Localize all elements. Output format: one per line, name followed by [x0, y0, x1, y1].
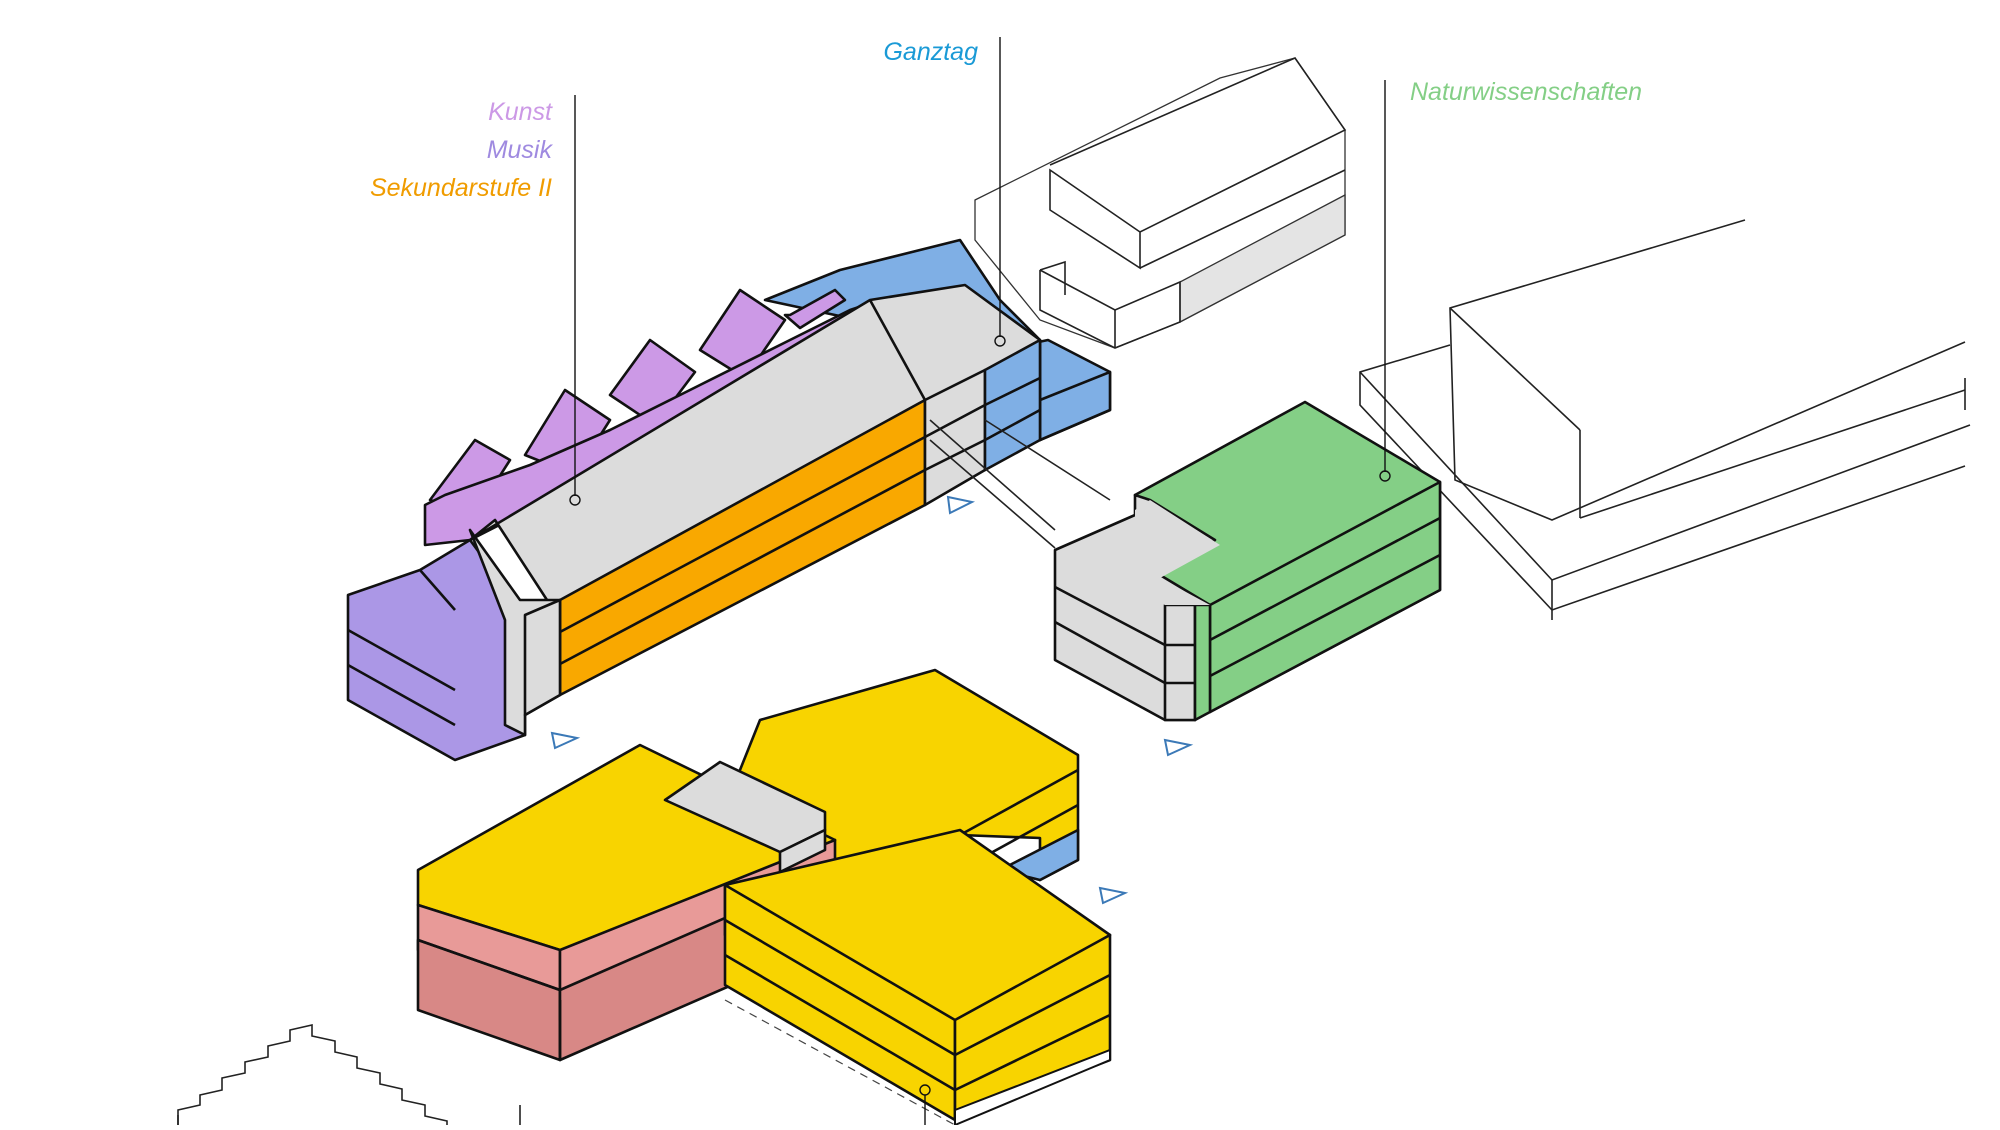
context-building-top: [974, 57, 1347, 349]
entrance-marker-icon: [550, 731, 581, 750]
label-naturwissenschaften: Naturwissenschaften: [1410, 78, 1642, 106]
main-long-building: [346, 238, 1112, 762]
yellow-lower-building: [416, 668, 1112, 1127]
leader-dot-sekundarstufe: [569, 494, 581, 506]
label-sekundarstufe: Sekundarstufe II: [370, 174, 552, 202]
label-ganztag: Ganztag: [883, 38, 978, 66]
entrance-marker-icon: [946, 495, 976, 515]
entrance-marker-icon: [1098, 886, 1129, 905]
leader-dot-ganztag: [994, 335, 1006, 347]
connector-lines: [929, 419, 1111, 549]
context-building-right: [1359, 219, 1971, 620]
label-musik: Musik: [487, 136, 554, 164]
entrance-markers: [550, 495, 1194, 905]
leader-dot-bottom: [919, 1084, 931, 1096]
label-kunst: Kunst: [488, 98, 553, 126]
leader-dot-naturwissenschaften: [1379, 470, 1391, 482]
context-building-bottom-left: [177, 1023, 521, 1125]
science-building: [1053, 400, 1442, 722]
entrance-marker-icon: [1163, 738, 1194, 757]
leader-lines: [569, 37, 1391, 1125]
